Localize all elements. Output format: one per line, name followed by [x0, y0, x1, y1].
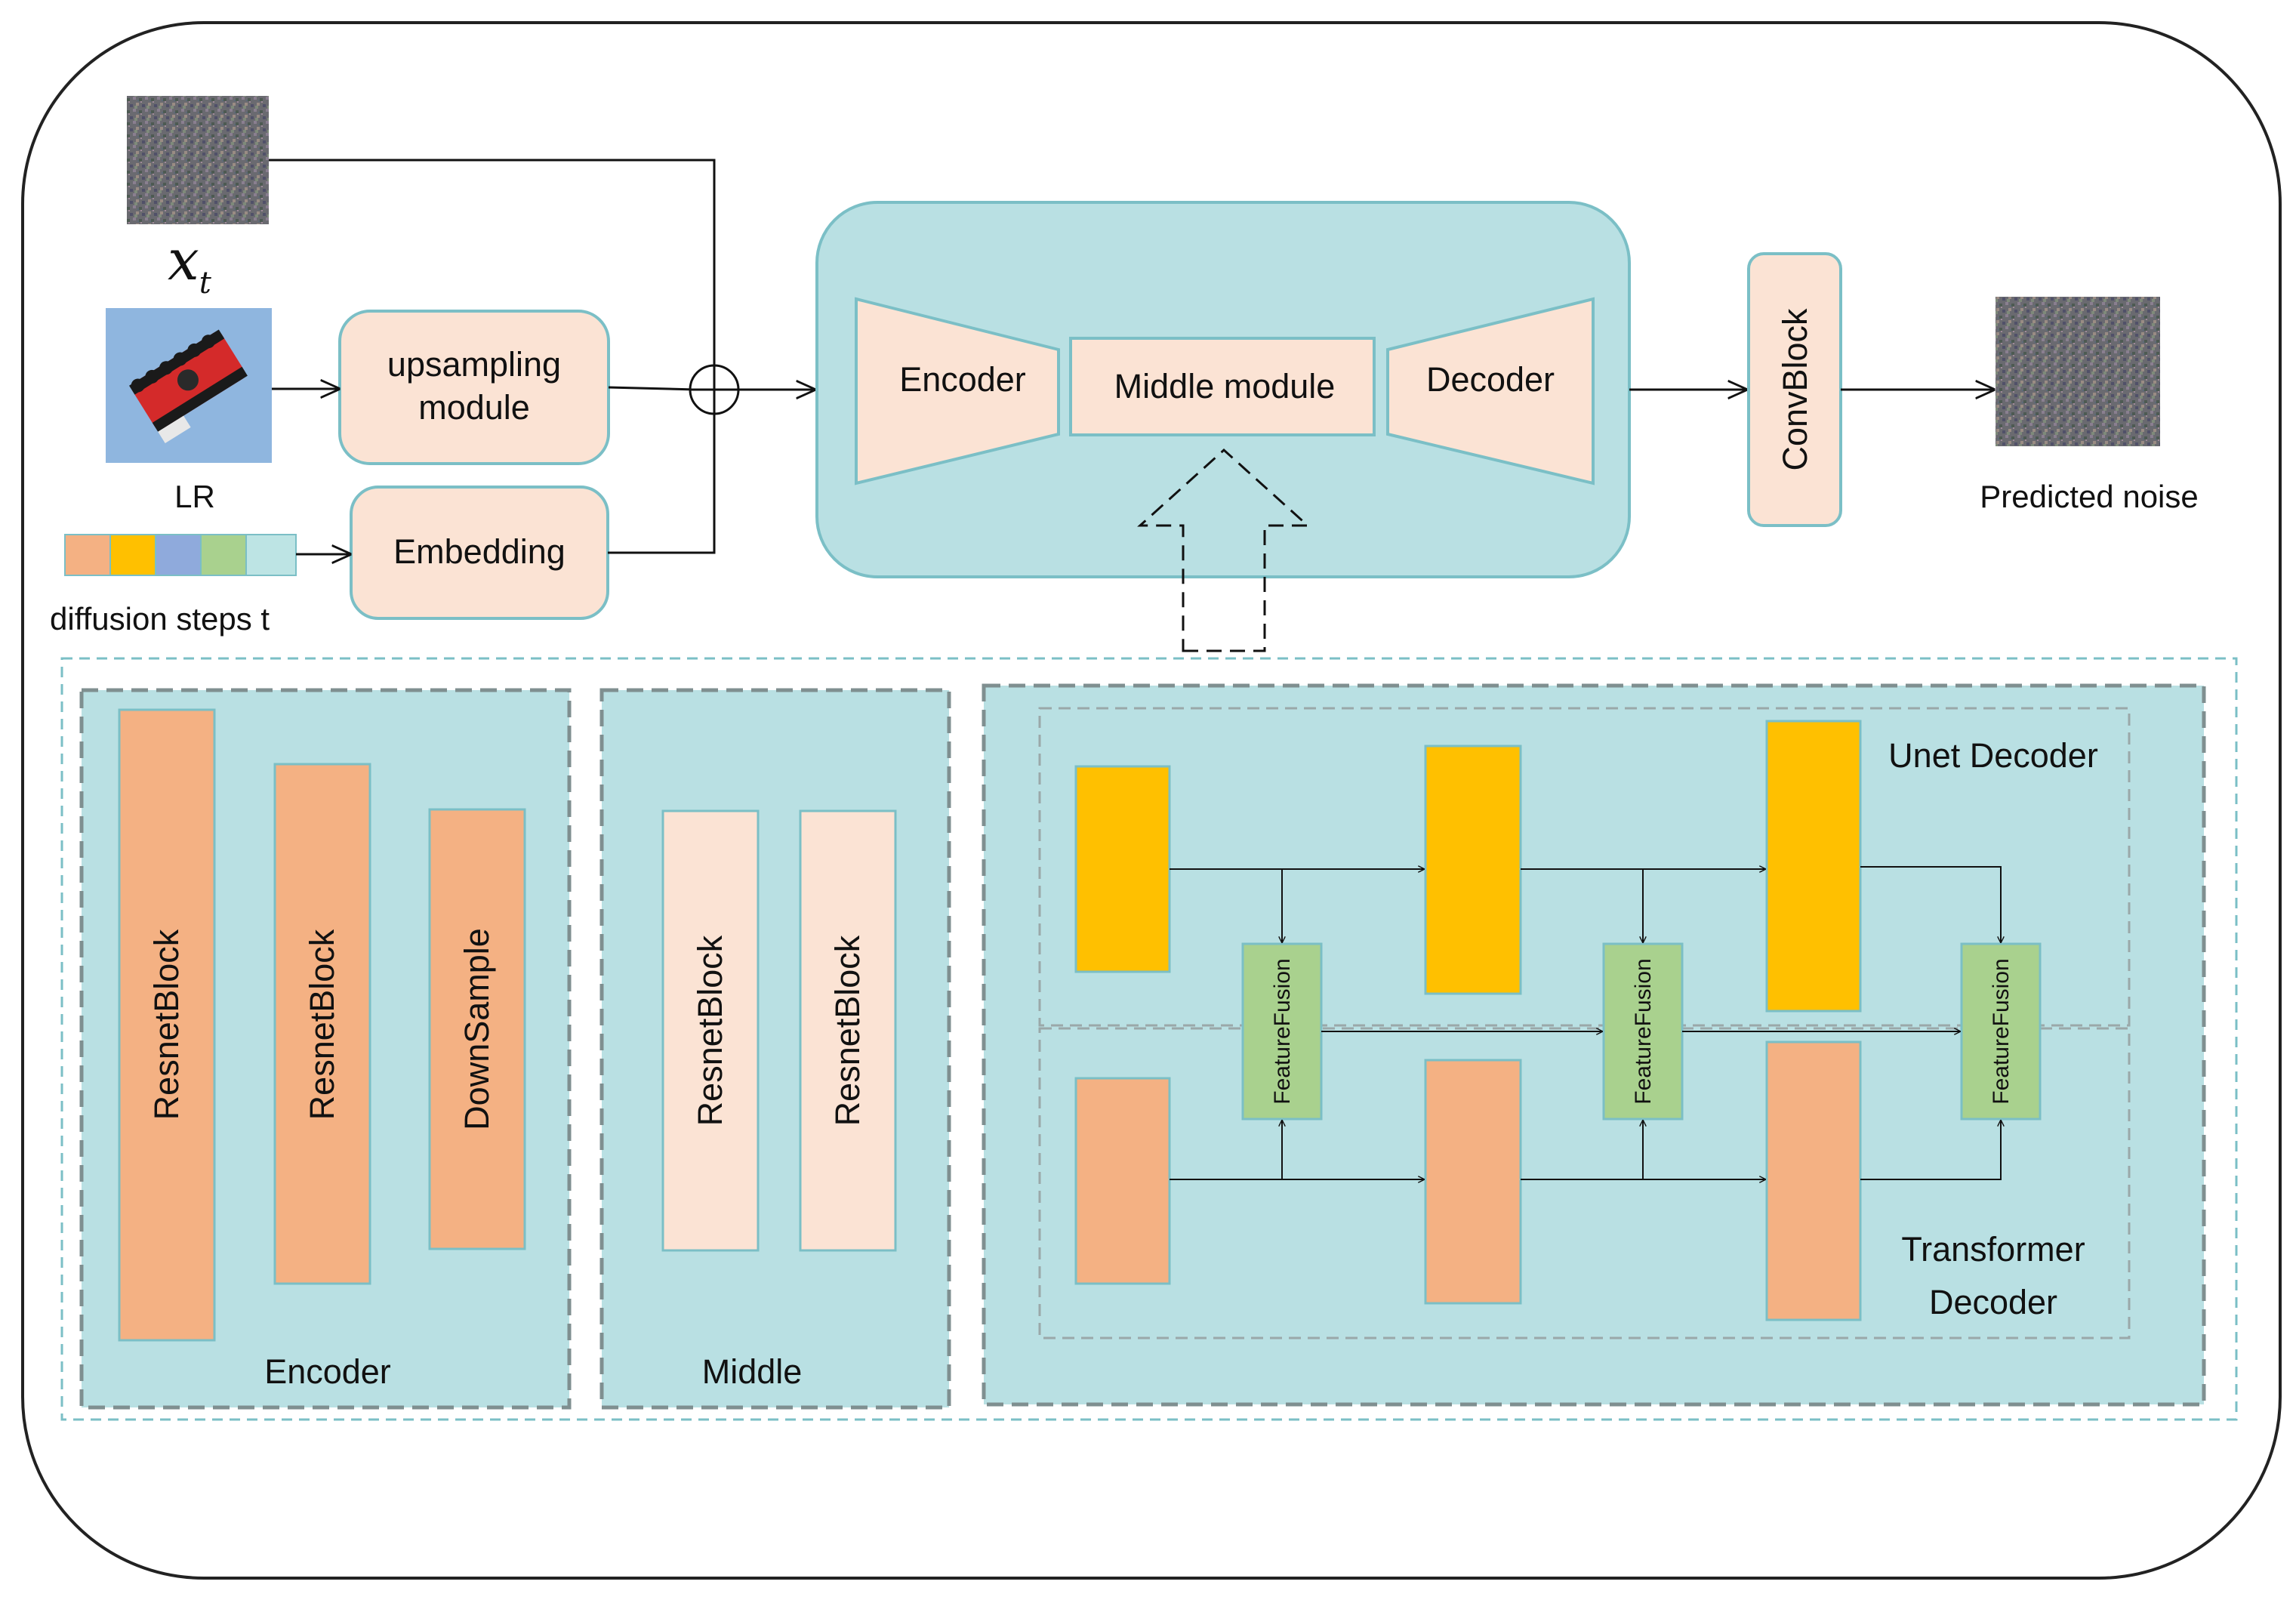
transformer-block-1	[1074, 1077, 1171, 1285]
encoder-resnet-block-2	[273, 763, 371, 1285]
diffusion-step-bar	[64, 534, 297, 576]
middle-panel	[599, 688, 951, 1410]
encoder-resnet-label-1: ResnetBlock	[147, 929, 186, 1120]
embedding-label: Embedding	[393, 532, 566, 571]
feature-fusion-label-3: FeatureFusion	[1989, 958, 2014, 1104]
middle-resnet-label-2: ResnetBlock	[828, 935, 867, 1126]
predicted-noise-label: Predicted noise	[1980, 479, 2199, 514]
convblock-label: ConvBlock	[1776, 308, 1814, 471]
encoder-panel-title: Encoder	[264, 1352, 391, 1391]
xt-label: xt	[168, 228, 212, 301]
unet-block-2	[1424, 745, 1522, 995]
xt-to-sum-line	[269, 159, 716, 371]
diffusion-step-3	[155, 534, 202, 576]
xt-noise-image	[127, 96, 269, 224]
embedding-to-sum-line	[608, 408, 716, 554]
decoder-label: Decoder	[1426, 360, 1555, 399]
transformer-decoder-label-line2: Decoder	[1929, 1283, 2057, 1321]
middle-module-label: Middle module	[1114, 367, 1336, 405]
encoder-resnet-block-1	[118, 708, 216, 1342]
encoder-resnet-label-2: ResnetBlock	[303, 929, 341, 1120]
encoder-downsample-block	[428, 808, 526, 1250]
sum-node	[689, 364, 740, 415]
decoder-trapezoid	[1386, 297, 1595, 486]
encoder-label: Encoder	[899, 360, 1026, 399]
diffusion-step-4	[200, 534, 247, 576]
unet-decoder-label: Unet Decoder	[1888, 736, 2098, 775]
transformer-decoder-region	[1038, 1027, 2131, 1339]
predicted-noise-image	[1996, 297, 2160, 446]
detail-section-frame	[60, 657, 2238, 1421]
decoder-connectors	[1170, 867, 2001, 1179]
diffusion-step-5	[245, 534, 297, 576]
diffusion-steps-label: diffusion steps t	[50, 601, 270, 637]
middle-resnet-block-1	[661, 809, 760, 1252]
feature-fusion-2	[1602, 942, 1684, 1121]
transformer-block-2	[1424, 1059, 1522, 1305]
diffusion-step-1	[64, 534, 111, 576]
lr-label: LR	[174, 479, 215, 514]
upsampling-to-sum-line	[608, 386, 697, 391]
upsampling-module	[338, 310, 610, 465]
diffusion-step-2	[109, 534, 156, 576]
upsampling-label-line1: upsampling	[387, 345, 561, 384]
feature-fusion-label-1: FeatureFusion	[1270, 958, 1295, 1104]
middle-resnet-label-1: ResnetBlock	[691, 935, 729, 1126]
encoder-trapezoid	[855, 297, 1060, 486]
transformer-block-3	[1765, 1040, 1862, 1321]
middle-module-box	[1069, 337, 1376, 436]
upsampling-label-line2: module	[418, 388, 530, 427]
unet-decoder-region	[1038, 707, 2131, 1027]
detail-expansion-arrow	[1137, 448, 1311, 652]
encoder-downsample-label: DownSample	[458, 928, 496, 1130]
outer-frame	[21, 21, 2282, 1580]
lr-image	[106, 308, 272, 463]
feature-fusion-label-2: FeatureFusion	[1631, 958, 1656, 1104]
middle-panel-title: Middle	[702, 1352, 803, 1391]
transformer-decoder-label-line1: Transformer	[1901, 1230, 2085, 1269]
feature-fusion-1	[1241, 942, 1323, 1121]
unet-block-1	[1074, 765, 1171, 973]
feature-fusion-3	[1960, 942, 2042, 1121]
unet-block-3	[1765, 720, 1862, 1013]
middle-resnet-block-2	[799, 809, 897, 1252]
